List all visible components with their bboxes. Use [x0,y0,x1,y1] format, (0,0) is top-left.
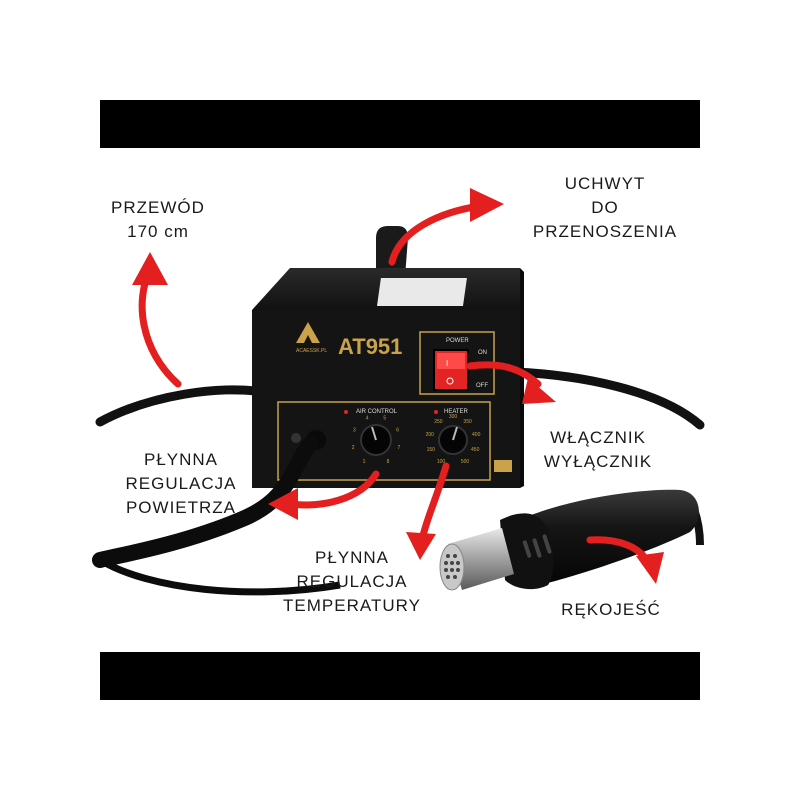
arrow-air-head [268,488,298,520]
heater-scale-label: 400 [472,432,481,438]
air-scale-label: 7 [398,445,401,451]
top-black-bar [100,100,700,148]
heater-scale-label: 150 [427,447,436,453]
arrow-cable [138,266,182,388]
heater-scale-label: 500 [461,459,470,465]
air-scale-label: 4 [366,416,369,422]
air-scale-label: 6 [396,428,399,434]
bottom-black-bar [100,652,700,700]
brand-text: ACAESSK.PL [296,348,327,354]
heater-scale-label: 250 [434,419,443,425]
label-air-control: PŁYNNA REGULACJA POWIETRZA [125,450,237,517]
svg-text:I: I [446,359,448,368]
heater-scale-label: 350 [463,419,472,425]
label-grip: RĘKOJEŚĆ [561,600,661,619]
arrow-handle-head [470,188,504,222]
arrow-cable-head [132,252,168,285]
label-power-switch: WŁĄCZNIK WYŁĄCZNIK [543,428,653,471]
arrow-grip-head [636,552,664,584]
air-hose [92,436,318,568]
label-carry-handle: UCHWYT DO PRZENOSZENIA [532,174,678,241]
model-text: AT951 [338,334,402,359]
control-panel [277,401,491,481]
brand-logo-icon [296,322,320,343]
air-scale-label: 8 [387,459,390,465]
air-scale-label: 1 [363,459,366,465]
air-scale-label: 5 [383,416,386,422]
svg-text:ON: ON [478,350,487,356]
label-temperature-control: PŁYNNA REGULACJA TEMPERATURY [283,548,421,615]
power-cable-right [510,367,705,430]
svg-text:POWER: POWER [446,338,469,344]
heater-scale-label: 200 [426,432,435,438]
svg-text:OFF: OFF [476,383,488,389]
heater-scale-label: 450 [471,447,480,453]
svg-text:HEATER: HEATER [444,409,469,415]
nozzle [448,528,514,590]
device-side [520,268,524,488]
arrow-switch-head [522,378,556,404]
esd-badge [494,460,512,472]
label-cable: PRZEWÓD 170 cm [111,198,205,241]
arrow-handle [388,202,484,266]
sticker [376,278,467,306]
air-scale-label: 2 [352,445,355,451]
arrow-air [288,470,380,509]
heater-scale-label: 100 [437,459,446,465]
arrow-switch [466,361,542,388]
air-scale-label: 3 [353,428,356,434]
svg-text:AIR CONTROL: AIR CONTROL [356,409,398,415]
air-scale: 1 2 3 4 5 6 7 8 [352,416,401,465]
power-cable [95,385,267,427]
arrow-temperature-head [406,532,436,560]
hot-air-gun [439,489,699,591]
heater-scale-label: 300 [449,414,458,420]
